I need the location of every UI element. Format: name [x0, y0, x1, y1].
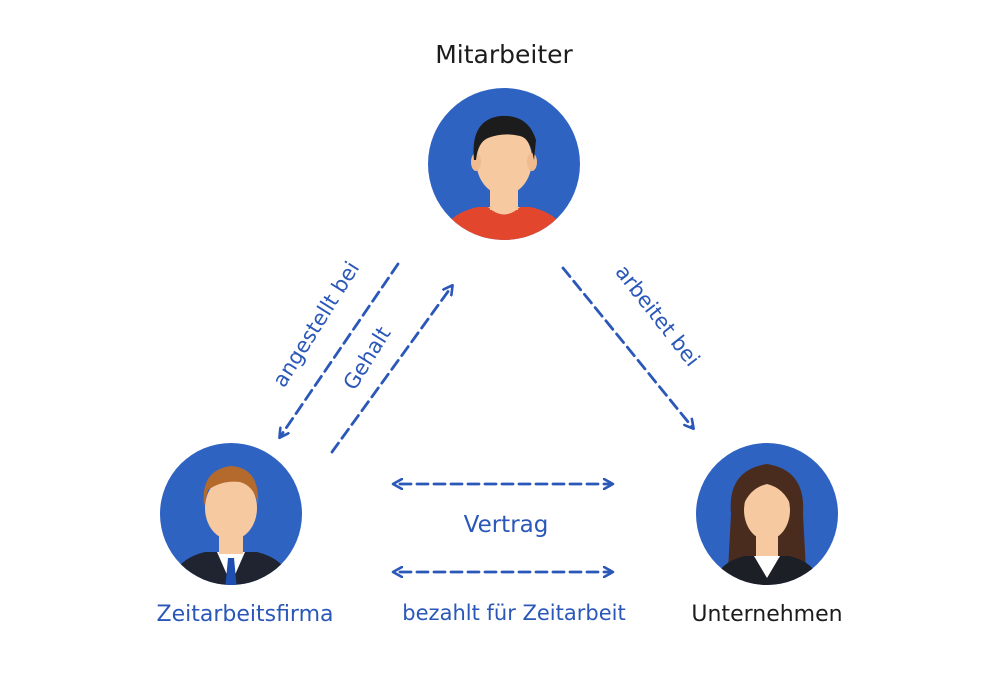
- company-avatar: [696, 443, 838, 585]
- company-hair-front: [743, 474, 791, 506]
- employee-avatar: [428, 88, 580, 240]
- agency-tie: [225, 558, 237, 585]
- employee-label: Mitarbeiter: [435, 40, 573, 69]
- employee-hair: [473, 115, 536, 160]
- agency-label: Zeitarbeitsfirma: [157, 602, 334, 627]
- label-works-at: arbeitet bei: [611, 260, 705, 371]
- agency-avatar: [160, 443, 302, 585]
- company-blouse: [754, 556, 780, 578]
- arrow-salary: [330, 286, 452, 454]
- company-face: [744, 480, 790, 540]
- employee-face: [476, 125, 532, 195]
- employee-collar: [488, 207, 520, 215]
- company-neck: [756, 534, 778, 556]
- agency-hair: [203, 466, 259, 506]
- arrow-works-at: [561, 266, 693, 428]
- agency-face: [205, 476, 257, 540]
- employee-ear-left: [471, 153, 481, 171]
- label-contract: Vertrag: [464, 512, 549, 538]
- label-salary: Gehalt: [338, 322, 395, 394]
- label-pays: bezahlt für Zeitarbeit: [402, 601, 625, 625]
- company-label: Unternehmen: [691, 602, 842, 627]
- employee-ear-right: [527, 153, 537, 171]
- arrow-employed-at: [280, 262, 400, 437]
